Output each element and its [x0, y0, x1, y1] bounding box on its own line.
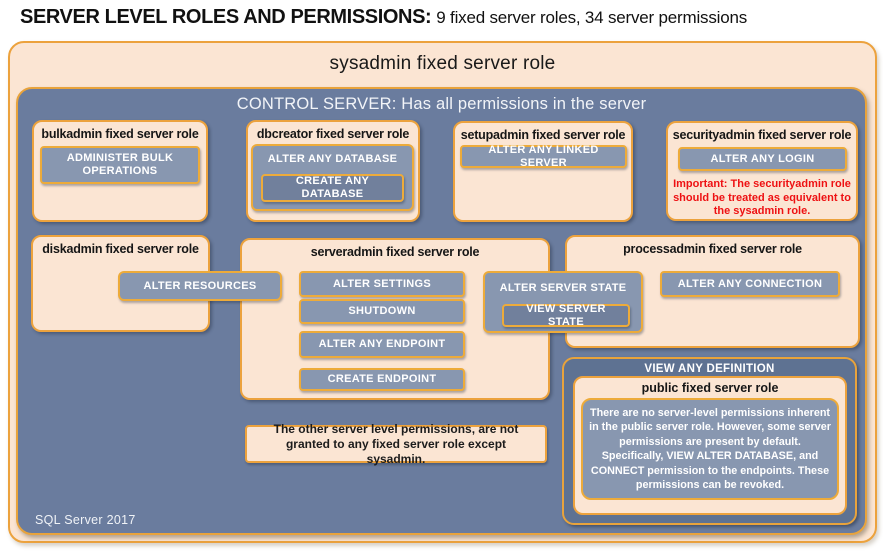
perm-create-endpoint: CREATE ENDPOINT: [299, 368, 465, 391]
perm-alter-any-endpoint: ALTER ANY ENDPOINT: [299, 331, 465, 358]
perm-alter-any-linked-server: ALTER ANY LINKED SERVER: [460, 144, 627, 169]
page-title-main: SERVER LEVEL ROLES AND PERMISSIONS:: [20, 6, 432, 28]
perm-alter-any-database: ALTER ANY DATABASE CREATE ANY DATABASE: [251, 144, 414, 211]
perm-alter-any-login: ALTER ANY LOGIN: [678, 147, 847, 171]
perm-view-server-state: VIEW SERVER STATE: [502, 303, 630, 328]
bulkadmin-role-title: bulkadmin fixed server role: [41, 127, 199, 141]
page-title-sub: 9 fixed server roles, 34 server permissi…: [436, 8, 748, 27]
perm-administer-bulk-operations: ADMINISTER BULK OPERATIONS: [40, 146, 200, 184]
sql-server-version-label: SQL Server 2017: [35, 513, 136, 527]
diskadmin-role-title: diskadmin fixed server role: [42, 242, 199, 256]
serveradmin-role-box: serveradmin fixed server role ALTER SETT…: [240, 238, 550, 400]
securityadmin-role-title: securityadmin fixed server role: [672, 128, 852, 142]
perm-shutdown: SHUTDOWN: [299, 299, 465, 324]
control-server-box: CONTROL SERVER: Has all permissions in t…: [16, 87, 867, 535]
perm-create-any-database: CREATE ANY DATABASE: [261, 174, 404, 202]
other-permissions-footnote: The other server level permissions, are …: [245, 422, 547, 466]
setupadmin-role-box: setupadmin fixed server role ALTER ANY L…: [453, 121, 633, 222]
dbcreator-role-box: dbcreator fixed server role ALTER ANY DA…: [246, 120, 420, 222]
setupadmin-role-title: setupadmin fixed server role: [460, 128, 626, 142]
control-server-title: CONTROL SERVER: Has all permissions in t…: [236, 95, 647, 113]
processadmin-role-title: processadmin fixed server role: [623, 242, 802, 256]
perm-alter-server-state: ALTER SERVER STATE VIEW SERVER STATE: [483, 271, 643, 333]
bulkadmin-role-box: bulkadmin fixed server role ADMINISTER B…: [32, 120, 208, 222]
perm-alter-any-connection: ALTER ANY CONNECTION: [660, 271, 840, 297]
dbcreator-role-title: dbcreator fixed server role: [256, 127, 410, 141]
sysadmin-role-title: sysadmin fixed server role: [329, 53, 556, 74]
securityadmin-role-box: securityadmin fixed server role ALTER AN…: [666, 121, 858, 221]
perm-alter-resources: ALTER RESOURCES: [118, 271, 282, 301]
perm-view-any-definition-label: VIEW ANY DEFINITION: [644, 363, 775, 375]
perm-view-any-definition-box: VIEW ANY DEFINITION public fixed server …: [562, 357, 857, 525]
public-role-title: public fixed server role: [641, 381, 779, 395]
perm-alter-server-state-label: ALTER SERVER STATE: [499, 282, 627, 294]
perm-alter-any-database-label: ALTER ANY DATABASE: [267, 153, 398, 165]
perm-alter-settings: ALTER SETTINGS: [299, 271, 465, 297]
public-role-note: There are no server-level permissions in…: [581, 398, 839, 500]
serveradmin-role-title: serveradmin fixed server role: [310, 245, 480, 259]
securityadmin-important-note: Important: The securityadmin role should…: [673, 178, 851, 217]
public-role-box: public fixed server role There are no se…: [573, 376, 847, 515]
page-title: SERVER LEVEL ROLES AND PERMISSIONS:9 fix…: [20, 6, 747, 29]
